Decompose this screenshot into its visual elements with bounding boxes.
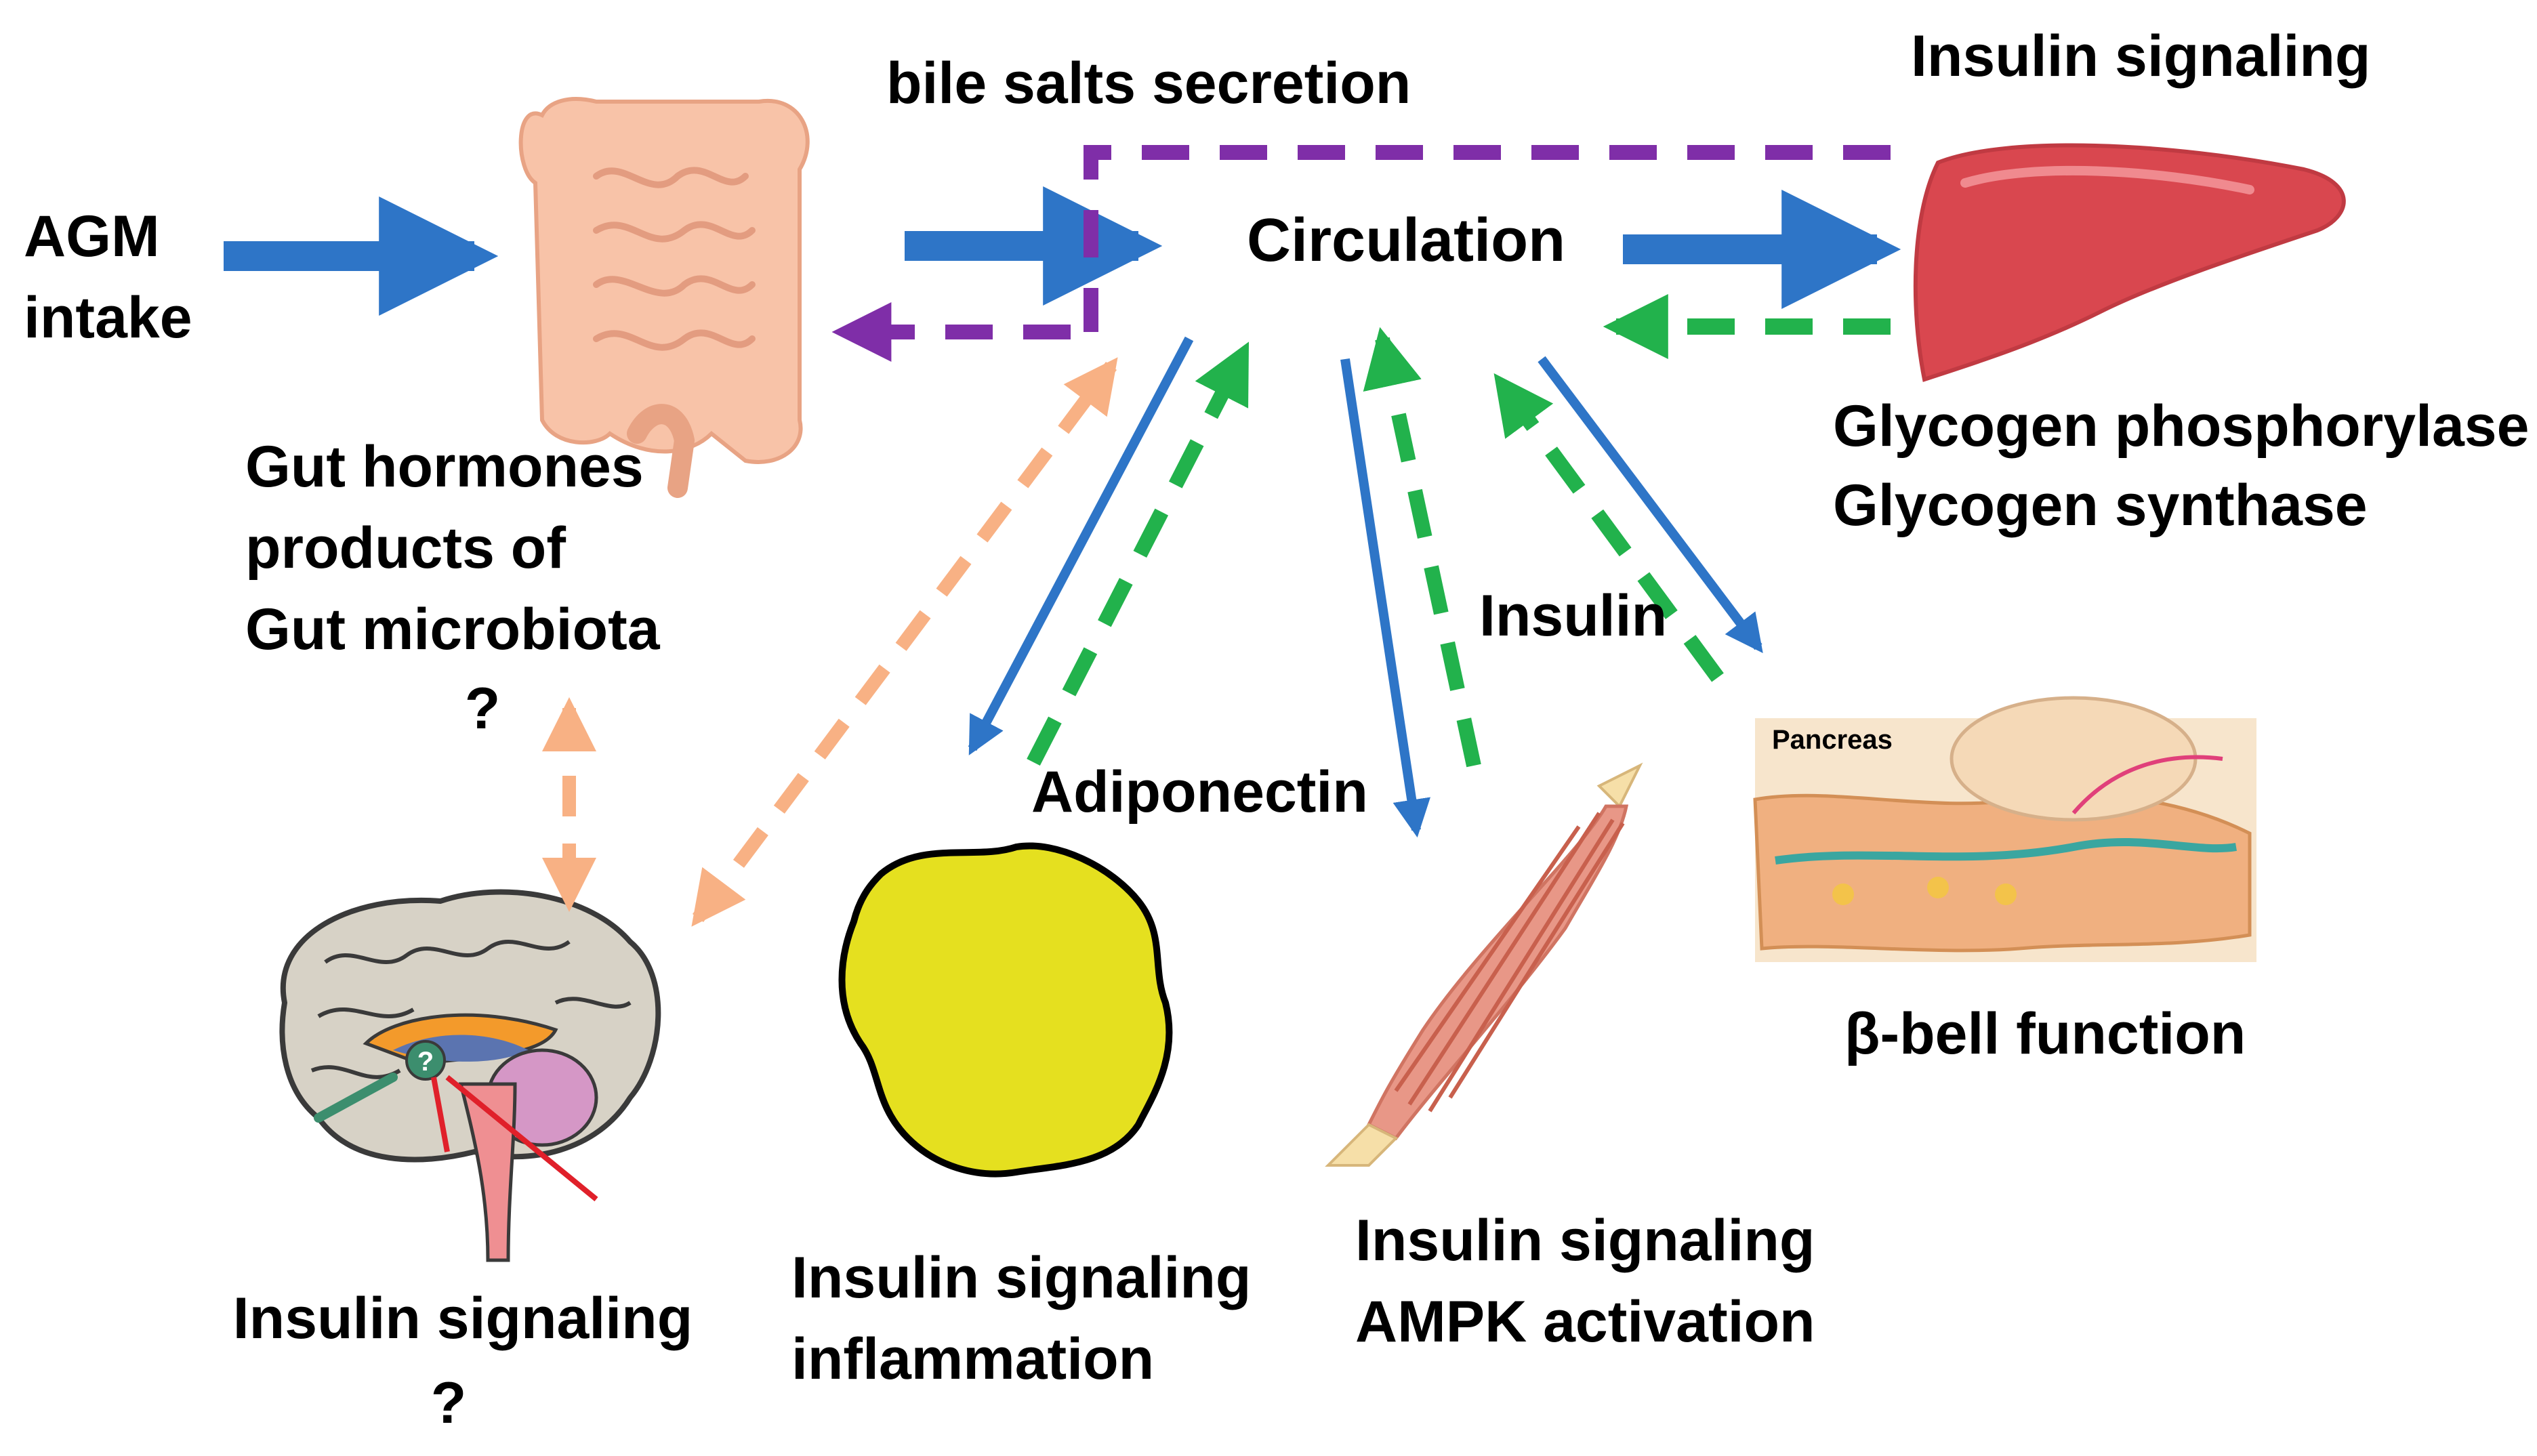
brain-question-mark: ? bbox=[417, 1047, 434, 1077]
orange-dashed-arrows bbox=[542, 357, 1118, 927]
gut-question-label: ? bbox=[465, 676, 501, 741]
gut-products-label: products of bbox=[245, 516, 566, 581]
brain-icon: ? bbox=[279, 889, 661, 1262]
intestine-icon bbox=[518, 97, 810, 498]
agm-label-line1: AGM bbox=[24, 204, 160, 269]
liver-icon bbox=[1913, 143, 2346, 382]
brain-insulin-label: Insulin signaling bbox=[233, 1286, 693, 1351]
insulin-label: Insulin bbox=[1479, 583, 1667, 648]
liver-insulin-label: Insulin signaling bbox=[1911, 24, 2370, 89]
gut-microbiota-label: Gut microbiota bbox=[245, 597, 661, 662]
muscle-ampk-label: AMPK activation bbox=[1355, 1289, 1815, 1354]
agm-label-line2: intake bbox=[24, 285, 192, 350]
arrow-circulation-to-muscle bbox=[1340, 358, 1430, 838]
arrow-brain-circulation bbox=[691, 357, 1118, 927]
adipose-icon bbox=[838, 842, 1173, 1178]
arrow-circulation-to-pancreas bbox=[1538, 356, 1763, 653]
arrow-adipose-to-circulation bbox=[1027, 341, 1250, 766]
glycogen-phosphorylase-label: Glycogen phosphorylase bbox=[1833, 394, 2529, 459]
bile-salts-label: bile salts secretion bbox=[886, 51, 1411, 116]
arrow-pancreas-to-circulation bbox=[1493, 373, 1724, 682]
adipose-insulin-label: Insulin signaling bbox=[791, 1245, 1251, 1310]
muscle-icon bbox=[1325, 762, 1643, 1167]
beta-cell-label: β-bell function bbox=[1844, 1001, 2246, 1066]
purple-bile-path bbox=[831, 145, 1891, 362]
green-dashed-arrows bbox=[1027, 294, 1891, 768]
brain-question-label: ? bbox=[431, 1371, 467, 1436]
circulation-label: Circulation bbox=[1247, 207, 1565, 274]
pancreas-caption: Pancreas bbox=[1772, 725, 1893, 755]
bile-salts-line bbox=[1084, 145, 1891, 332]
muscle-insulin-label: Insulin signaling bbox=[1355, 1208, 1815, 1273]
pancreas-icon: Pancreas bbox=[1753, 696, 2256, 962]
adipose-inflammation-label: inflammation bbox=[791, 1327, 1154, 1392]
glycogen-synthase-label: Glycogen synthase bbox=[1833, 473, 2368, 538]
gut-hormones-label: Gut hormones bbox=[245, 434, 644, 499]
adiponectin-label: Adiponectin bbox=[1031, 760, 1368, 825]
